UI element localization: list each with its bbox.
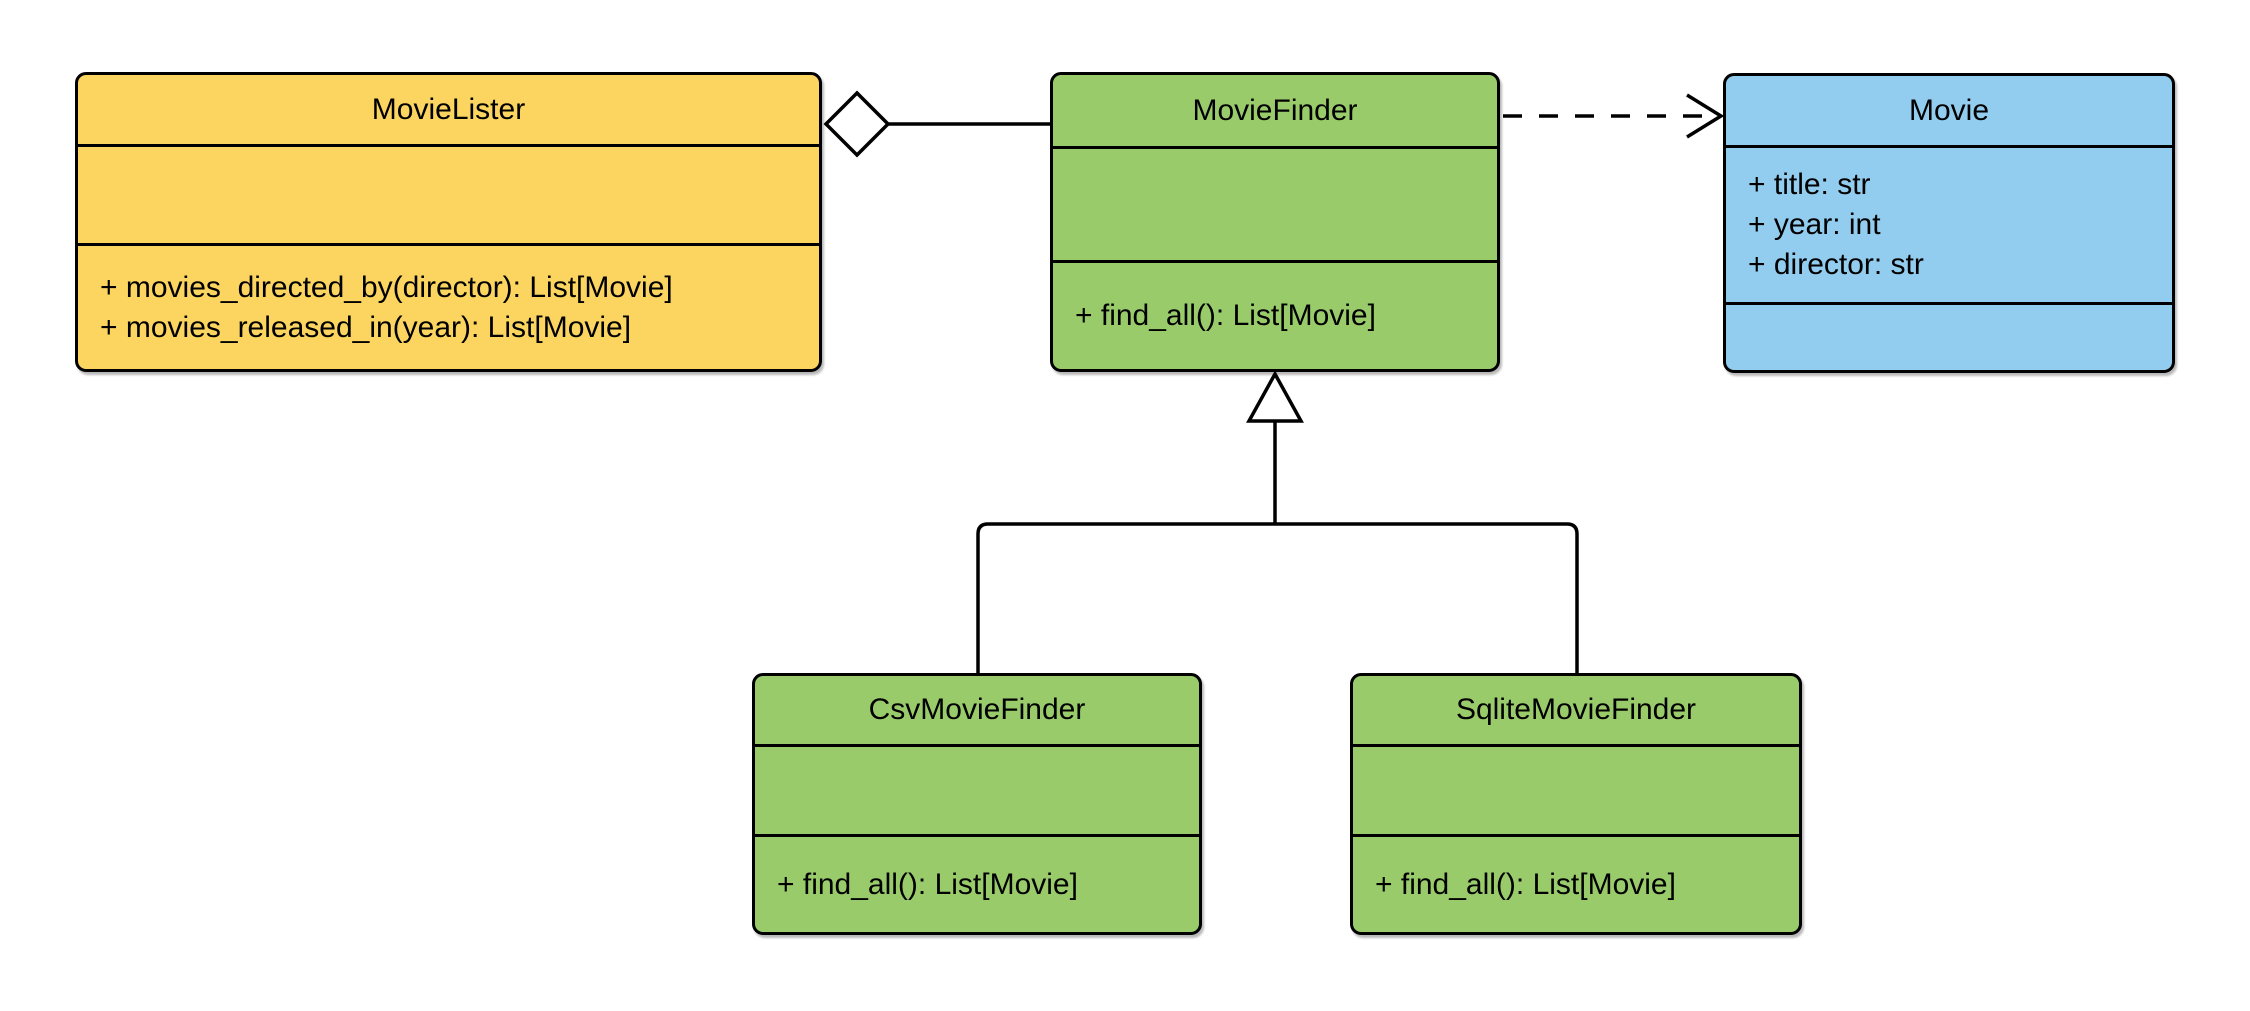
aggregation-diamond-icon (823, 90, 891, 158)
class-name: Movie (1908, 93, 1990, 127)
inheritance-triangle-icon (1246, 370, 1304, 423)
methods-section: + movies_directed_by(director): List[Mov… (78, 243, 819, 369)
class-name: CsvMovieFinder (868, 693, 1086, 726)
class-box-movie: Movie + title: str + year: int + directo… (1723, 73, 2175, 373)
class-box-moviefinder: MovieFinder + find_all(): List[Movie] (1050, 72, 1500, 372)
class-name: MovieLister (371, 92, 526, 126)
attributes-section (755, 744, 1199, 834)
method-label: + movies_released_in(year): List[Movie] (100, 310, 632, 344)
methods-section: + find_all(): List[Movie] (755, 834, 1199, 932)
inheritance-edges (976, 370, 1579, 674)
attribute-label: + year: int (1748, 208, 1881, 241)
attributes-section: + title: str + year: int + director: str (1726, 145, 2172, 302)
class-box-csvmoviefinder: CsvMovieFinder + find_all(): List[Movie] (752, 673, 1202, 935)
class-box-movielister: MovieLister + movies_directed_by(directo… (75, 72, 822, 372)
attribute-label: + director: str (1748, 248, 1924, 281)
method-label: + find_all(): List[Movie] (1075, 299, 1376, 332)
method-label: + find_all(): List[Movie] (1375, 867, 1676, 901)
methods-section (1726, 302, 2172, 370)
attributes-section (78, 144, 819, 243)
dependency-edge-moviefinder-movie (1503, 93, 1725, 139)
method-label: + movies_directed_by(director): List[Mov… (100, 270, 673, 304)
dependency-open-arrowhead-icon (1686, 93, 1725, 139)
methods-section: + find_all(): List[Movie] (1053, 260, 1497, 369)
attribute-label: + title: str (1748, 168, 1871, 201)
attributes-section (1353, 744, 1799, 834)
inheritance-branch-line (976, 522, 1579, 674)
attributes-section (1053, 146, 1497, 260)
methods-section: + find_all(): List[Movie] (1353, 834, 1799, 932)
class-name: SqliteMovieFinder (1455, 693, 1697, 726)
aggregation-edge-movielister-moviefinder (823, 90, 1052, 158)
method-label: + find_all(): List[Movie] (777, 867, 1078, 901)
class-name: MovieFinder (1192, 93, 1358, 127)
class-box-sqlitemoviefinder: SqliteMovieFinder + find_all(): List[Mov… (1350, 673, 1802, 935)
